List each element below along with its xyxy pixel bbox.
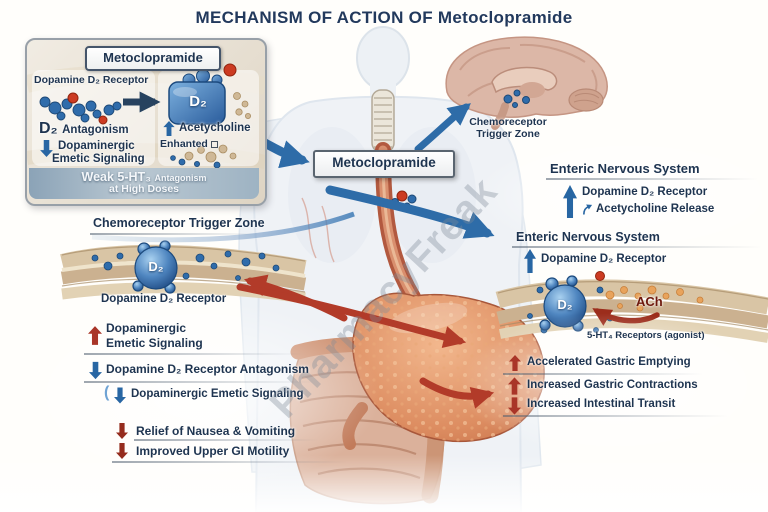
right-list2-item1: Dopamine D₂ Receptor [541,253,667,265]
inset-antagonism-d2: D₂ [39,120,58,137]
left-d2-ball-label: D₂ [148,259,164,274]
up-arrow-icon [508,377,521,395]
down-arrow-icon [508,397,521,415]
down-arrow-icon [116,443,128,459]
left-item1-line2: Emetic Signaling [106,336,203,350]
inset-antagonism: D₂ Antagonism [39,120,129,138]
down-arrow-icon [40,140,53,157]
weak-5ht3-label: Weak 5-HT₃ [81,170,151,184]
inset-weak-band: Weak 5-HT₃ Antagonism at High Doses [29,168,259,199]
left-item3-label: Dopaminergic Emetic Signaling [131,388,304,400]
inset-header: Metoclopramide [85,46,221,71]
inset-down-label-2: Emetic Signaling [52,153,145,165]
right-ens-heading-2: Enteric Nervous System [516,230,660,244]
rule [503,415,728,417]
rule [84,353,304,355]
swoosh-under-ctz [91,211,355,243]
small-square-icon [210,140,218,148]
acetylcholine-molecules [170,144,237,169]
inset-panel: Metoclopramide Dopamine D₂ Receptor D₂ D… [25,38,267,206]
rule [512,246,762,248]
inset-illustration [27,63,265,196]
inset-enhanced-label: Enhanted [160,138,218,150]
left-ctz-heading: Chemoreceptor Trigger Zone [93,216,265,230]
rule [546,178,758,180]
rule [112,461,347,463]
brain-illustration [445,36,608,130]
weak-high-doses-label: at High Doses [108,183,179,195]
left-item1-line1: Dopaminergic [106,321,187,335]
brain-ctz-line2: Trigger Zone [476,128,540,140]
left-item2-label: Dopamine D₂ Receptor Antagonism [106,362,309,376]
flow-arrows [91,103,495,409]
arrow-box-to-ens [325,185,495,239]
up-arrow-icon [563,185,577,218]
d2-receptor-cube [168,63,251,125]
inset-ach-label: Acetycholine [179,122,251,134]
right-outcome2-label: Increased Gastric Contractions [527,379,698,391]
left-outcome1-label: Relief of Nausea & Vomiting [136,424,296,438]
inset-receptor-label: Dopamine D₂ Receptor [34,74,149,86]
center-drug-box: Metoclopramide [313,150,455,178]
left-receptor-label: Dopamine D₂ Receptor [101,293,227,305]
down-arrow-icon [89,360,102,381]
page-title: MECHANISM OF ACTION OF Metoclopramide [195,8,573,27]
right-list1-item1: Dopamine D₂ Receptor [582,186,708,198]
right-ht4-label: 5-HT₄ Receptors (agonist) [587,330,705,341]
inset-antagonism-text: Antagonism [62,124,129,136]
up-arrow-icon [509,354,521,372]
right-d2-ball-label: D₂ [557,297,573,312]
arrow-box-to-brain [414,103,471,153]
right-outcome3-label: Increased Intestinal Transit [527,398,676,410]
down-arrow-icon [114,387,126,404]
arrow-stomach-to-outcomes [419,377,495,409]
arrow-to-right-tissue [236,283,467,348]
right-list1-item2: Acetycholine Release [596,203,715,215]
left-outcome2-label: Improved Upper GI Motility [136,444,290,458]
brain-ctz-label: Chemoreceptor Trigger Zone [448,116,568,140]
up-arrow-icon [524,249,536,273]
rule [134,439,319,441]
inset-enhanced-text: Enhanted [160,138,208,150]
left-item3-paren: ( [104,384,110,401]
rule [90,233,260,235]
dopamine-molecules [39,96,122,123]
weak-antagonism-label: Antagonism [154,173,207,183]
up-arrow-icon [163,121,175,136]
right-ens-heading-1: Enteric Nervous System [550,161,700,176]
up-arrow-icon [88,320,102,351]
right-ach-label: ACh [636,294,663,309]
right-outcome1-label: Accelerated Gastric Emptying [527,356,691,368]
brain-ctz-line1: Chemoreceptor [469,116,547,128]
rule [503,373,703,375]
down-arrow-icon [116,423,128,439]
rule [84,381,316,383]
inset-d2-cube-label: D₂ [189,93,207,110]
release-arrow-icon [582,203,593,216]
inset-down-label-1: Dopaminergic [58,140,135,152]
